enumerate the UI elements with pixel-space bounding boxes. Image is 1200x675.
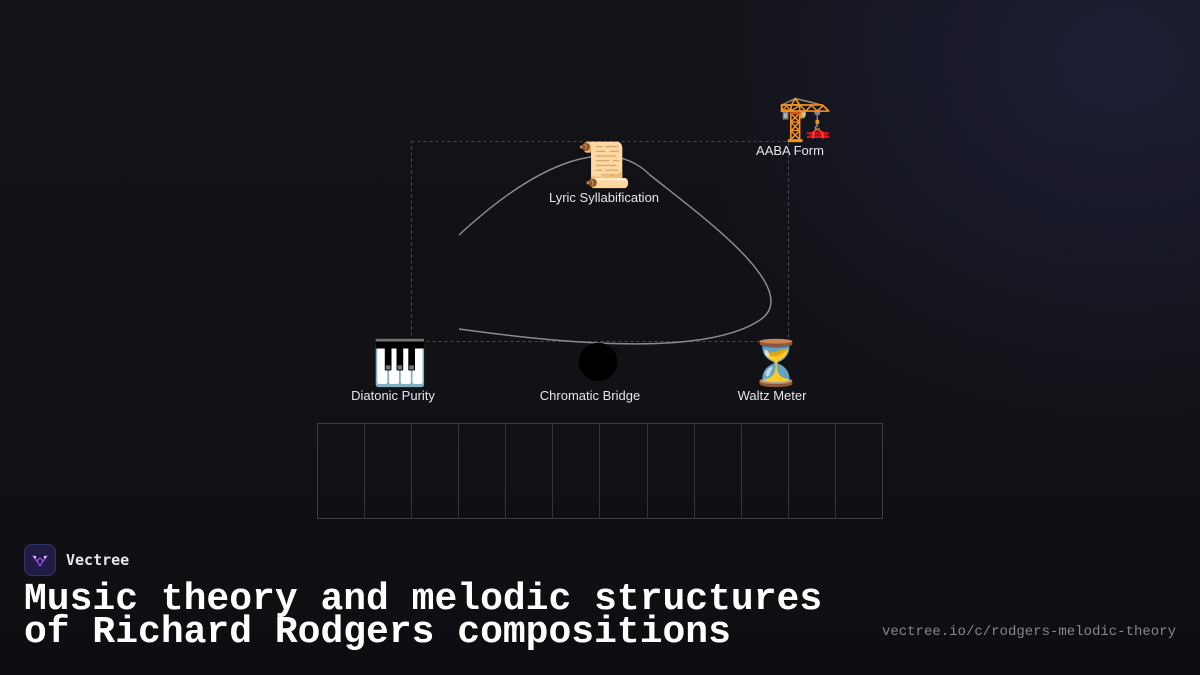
node-label: Waltz Meter — [737, 388, 807, 403]
concept-diagram: 🏗️ AABA Form 📜 Lyric Syllabification 🎹 D… — [317, 93, 883, 519]
node-diatonic-purity[interactable]: 🎹 Diatonic Purity — [351, 338, 435, 404]
brand[interactable]: Vectree — [24, 544, 129, 576]
keyboard-key — [836, 424, 882, 518]
node-label: Diatonic Purity — [351, 388, 435, 403]
construction-crane-icon: 🏗️ — [777, 93, 833, 144]
hourglass-icon: ⏳ — [748, 338, 804, 389]
brand-name: Vectree — [66, 551, 130, 569]
keyboard-key — [506, 424, 554, 518]
node-chromatic-bridge[interactable]: 🌑 Chromatic Bridge — [539, 338, 641, 404]
dashed-frame — [411, 141, 789, 342]
node-label: AABA Form — [756, 143, 824, 158]
new-moon-icon: 🌑 — [575, 338, 621, 389]
scroll-icon: 📜 — [576, 140, 632, 191]
node-label: Chromatic Bridge — [539, 388, 641, 403]
keyboard-key — [695, 424, 742, 518]
node-label: Lyric Syllabification — [548, 190, 660, 205]
node-lyric-syllabification[interactable]: 📜 Lyric Syllabification — [548, 140, 660, 206]
keyboard-key — [553, 424, 601, 518]
diagram-connectors — [411, 141, 789, 345]
keyboard-key — [742, 424, 789, 518]
keyboard-key — [600, 424, 648, 518]
page-title: Music theory and melodic structures of R… — [24, 578, 823, 654]
vectree-logo-icon — [24, 544, 56, 576]
keyboard-key — [365, 424, 413, 518]
melodic-arc-connector — [458, 155, 772, 345]
node-waltz-meter[interactable]: ⏳ Waltz Meter — [737, 338, 807, 404]
piano-keys-icon: 🎹 — [372, 338, 428, 389]
keyboard-grid — [317, 423, 883, 519]
keyboard-key — [648, 424, 695, 518]
keyboard-key — [412, 424, 460, 518]
keyboard-key — [789, 424, 836, 518]
keyboard-key — [459, 424, 507, 518]
source-url[interactable]: vectree.io/c/rodgers-melodic-theory — [881, 624, 1176, 640]
node-aaba-form[interactable]: 🏗️ AABA Form — [748, 93, 833, 159]
keyboard-key — [318, 424, 366, 518]
